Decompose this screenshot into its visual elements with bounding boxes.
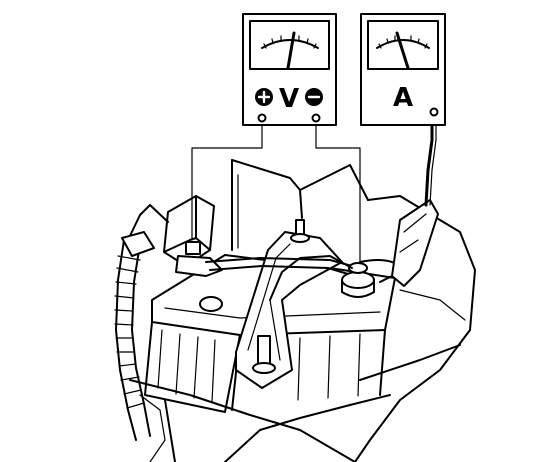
bracket-bolt-base [290,233,310,243]
ammeter-lead [424,112,437,207]
hold-down-bolt-base [252,362,276,374]
positive-clamp [185,241,201,255]
ground-strap-connector [391,199,439,287]
engine-bay-structure [129,159,476,462]
voltmeter-positive-lead [191,117,263,241]
ammeter-scale [376,39,430,49]
hold-down-bracket [235,219,343,389]
negative-terminal-assembly [205,199,439,301]
corrugated-cable-loom [114,231,155,441]
ammeter-needle [395,31,410,70]
minus-circle-icon [305,88,323,106]
ammeter-dial [367,20,439,70]
voltmeter-negative-lead [315,117,361,263]
voltmeter-needle [286,31,296,70]
voltmeter-unit-label: V [279,84,299,114]
loom-connector [121,231,155,257]
positive-terminal-assembly [127,195,223,277]
voltmeter-scale [261,39,319,49]
ammeter-unit-label: A [393,83,413,113]
ammeter-jack [429,107,439,117]
vent-cap [199,296,223,312]
plus-circle-icon [255,88,273,106]
voltmeter: V [242,13,337,126]
voltmeter-positive-jack [257,113,267,123]
negative-clamp-nut [348,262,368,274]
voltmeter-negative-jack [311,113,321,123]
negative-terminal [341,271,375,289]
ammeter: A [360,13,446,126]
